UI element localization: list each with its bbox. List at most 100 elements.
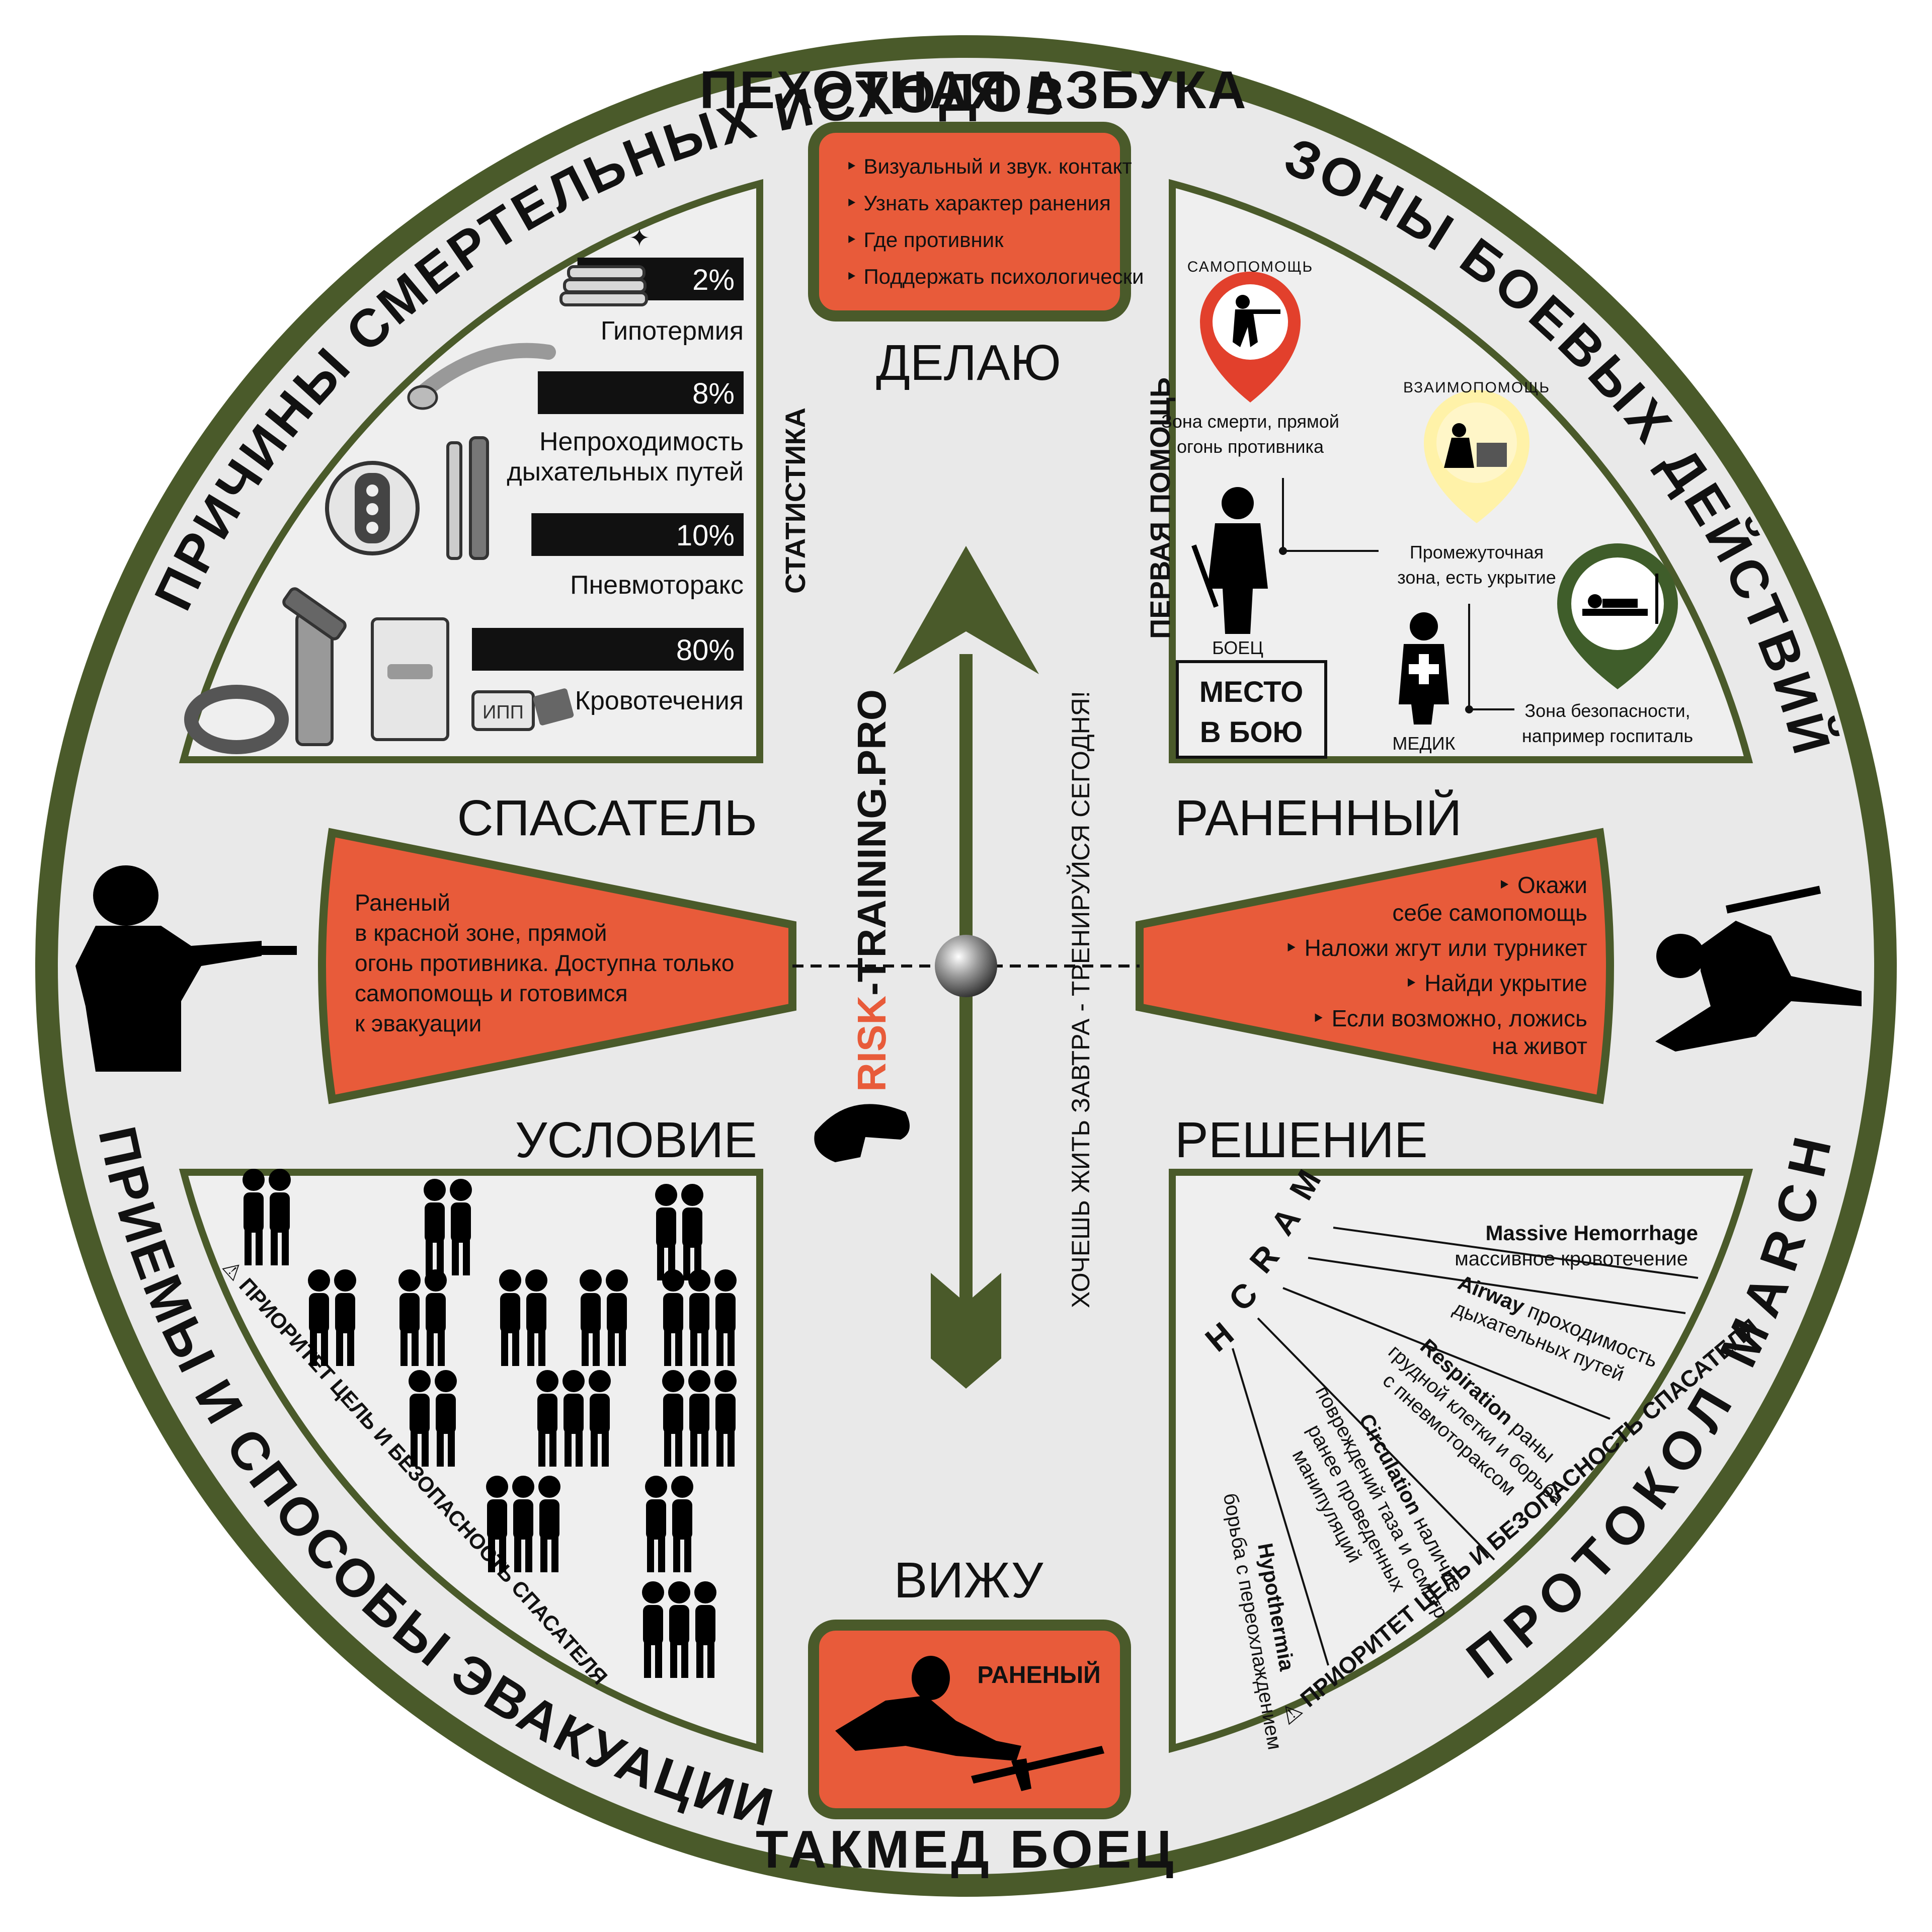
stat-bar-4 xyxy=(472,628,744,671)
safe-zone-line-2: например госпиталь xyxy=(1522,726,1693,746)
death-zone-line-1: Зона смерти, прямой xyxy=(1161,411,1339,432)
medic-icon xyxy=(1399,612,1449,725)
left-card-text: Раненый в красной зоне, прямой огонь про… xyxy=(355,890,734,1036)
stat-name-2-1: Непроходимость xyxy=(539,427,744,456)
stat-value-3: 10% xyxy=(676,519,735,552)
evac-technique-4 xyxy=(308,1269,356,1366)
evac-technique-14 xyxy=(642,1581,716,1678)
airway-tube-icon xyxy=(415,343,556,400)
march-item-1-ru: массивное кровотечение xyxy=(1455,1248,1688,1270)
middle-zone-line-1: Промежуточная xyxy=(1410,542,1544,562)
soldier-behind-wall-icon xyxy=(1444,423,1507,468)
axis-top-label: ДЕЛАЮ xyxy=(876,335,1061,391)
splint-icon xyxy=(371,617,449,741)
bottom-box xyxy=(808,1620,1131,1819)
chest-seal-icon xyxy=(325,461,420,555)
ipp-kit-icon: ИПП xyxy=(471,688,574,731)
axis-right-upper: РАНЕННЫЙ xyxy=(1175,789,1462,846)
evac-technique-9 xyxy=(409,1370,457,1467)
march-ray-5 xyxy=(1232,1348,1329,1666)
folded-blanket-icon xyxy=(559,265,648,306)
evac-technique-7 xyxy=(580,1269,628,1366)
wounded-silhouette-icon xyxy=(835,1656,1104,1791)
svg-text:ПЕРВАЯ ПОМОЩЬ: ПЕРВАЯ ПОМОЩЬ xyxy=(1144,377,1176,639)
evac-technique-5 xyxy=(398,1269,447,1366)
airway-flange-icon xyxy=(407,385,438,410)
axis-bottom-label: ВИЖУ xyxy=(894,1552,1044,1608)
top-item-1: ‣ Визуальный и звук. контакт xyxy=(845,154,1132,178)
ring-title-top: ПЕХОТНАЯ АЗБУКА xyxy=(699,60,1247,120)
place-line-1: МЕСТО xyxy=(1199,676,1304,708)
right-card xyxy=(1136,828,1614,1104)
evac-technique-13 xyxy=(645,1476,693,1572)
stat-name-2-2: дыхательных путей xyxy=(507,457,744,487)
arrow-head xyxy=(893,546,1039,674)
top-item-3: ‣ Где противник xyxy=(845,228,1004,252)
zone-connectors xyxy=(1279,478,1514,713)
left-card xyxy=(318,828,796,1104)
middle-zone-line-2: зона, есть укрытие xyxy=(1397,567,1556,588)
left-line-3: огонь противника. Доступна только xyxy=(355,950,734,976)
top-item-2: ‣ Узнать характер ранения xyxy=(845,191,1111,215)
place-line-2: В БОЮ xyxy=(1200,716,1303,749)
stat-value-4: 80% xyxy=(676,634,735,667)
evac-technique-11 xyxy=(662,1370,737,1467)
evac-technique-10 xyxy=(536,1370,611,1467)
sparkle-icon: ✦ xyxy=(629,224,650,252)
march-ray-3 xyxy=(1282,1287,1611,1420)
stat-bar-2 xyxy=(537,371,744,414)
stat-name-4-1: Кровотечения xyxy=(575,686,744,715)
stat-bar-3 xyxy=(531,513,744,556)
stat-value-2: 8% xyxy=(692,377,735,410)
medic-label: МЕДИК xyxy=(1392,733,1455,754)
stat-name-3-1: Пневмоторакс xyxy=(570,571,744,600)
march-item-1-en: Massive Hemorrhage xyxy=(1485,1221,1698,1245)
safe-zone-line-1: Зона безопасности, xyxy=(1524,700,1690,721)
stat-name-1-1: Гипотермия xyxy=(601,316,744,346)
soldier-aiming-icon xyxy=(75,865,297,1072)
right-line-4: ‣ Найди укрытие xyxy=(1404,970,1587,996)
center-ball xyxy=(935,935,997,997)
axis-left-lower: УСЛОВИЕ xyxy=(515,1112,757,1168)
top-box-list: ‣ Визуальный и звук. контакт ‣ Узнать ха… xyxy=(845,154,1144,288)
march-ray-2 xyxy=(1308,1257,1686,1314)
hospital-bed-icon xyxy=(1582,574,1658,624)
mutual-help-label: ВЗАИМОПОМОЩЬ xyxy=(1403,379,1550,396)
left-line-1: Раненый xyxy=(355,890,450,916)
right-line-1: ‣ Окажи xyxy=(1497,872,1587,898)
death-zone-line-2: огонь противника xyxy=(1177,436,1324,457)
evac-figures xyxy=(243,1169,737,1678)
evac-technique-12 xyxy=(486,1476,560,1572)
right-line-6: на живот xyxy=(1492,1033,1587,1059)
evac-technique-6 xyxy=(499,1269,547,1366)
slogan: ХОЧЕШЬ ЖИТЬ ЗАВТРА - ТРЕНИРУЙСЯ СЕГОДНЯ! xyxy=(1066,691,1095,1308)
right-card-text: ‣ Окажи себе самопомощь ‣ Наложи жгут ил… xyxy=(1284,872,1587,1059)
panel-march xyxy=(1169,1169,1753,1753)
left-line-4: самопомощь и готовимся xyxy=(355,980,628,1006)
svg-text:RISK-TRAINING.PRO: RISK-TRAINING.PRO xyxy=(849,689,894,1092)
self-help-label: САМОПОМОЩЬ xyxy=(1187,259,1313,275)
soldier-falling-icon xyxy=(1655,886,1862,1052)
spartan-helmet-icon xyxy=(814,1104,910,1162)
axis-left-upper: СПАСАТЕЛЬ xyxy=(457,790,757,846)
top-box xyxy=(808,122,1131,321)
left-line-2: в красной зоне, прямой xyxy=(355,920,607,946)
march-ray-4 xyxy=(1257,1317,1495,1561)
site-url: RISK-TRAINING.PRO xyxy=(849,689,894,1092)
decompression-needle-icon xyxy=(446,436,489,560)
place-in-battle-box xyxy=(1176,660,1327,759)
stats-side-label: СТАТИСТИКА xyxy=(779,408,811,594)
shooting-soldier-icon xyxy=(1233,295,1280,347)
left-line-5: к эвакуации xyxy=(355,1010,481,1036)
ring-title-bottom: ТАКМЕД БОЕЦ xyxy=(756,1820,1176,1879)
arrow-feather-2 xyxy=(931,1308,1001,1389)
march-ray-1 xyxy=(1333,1227,1699,1279)
svg-text:ИПП: ИПП xyxy=(482,702,524,723)
fighter-label: БОЕЦ xyxy=(1212,637,1263,658)
axis-right-lower: РЕШЕНИЕ xyxy=(1175,1112,1428,1168)
bottom-box-label: РАНЕНЫЙ xyxy=(977,1661,1100,1688)
march-rays xyxy=(1232,1227,1699,1666)
evac-technique-1 xyxy=(243,1169,291,1265)
evac-technique-2 xyxy=(424,1179,472,1275)
